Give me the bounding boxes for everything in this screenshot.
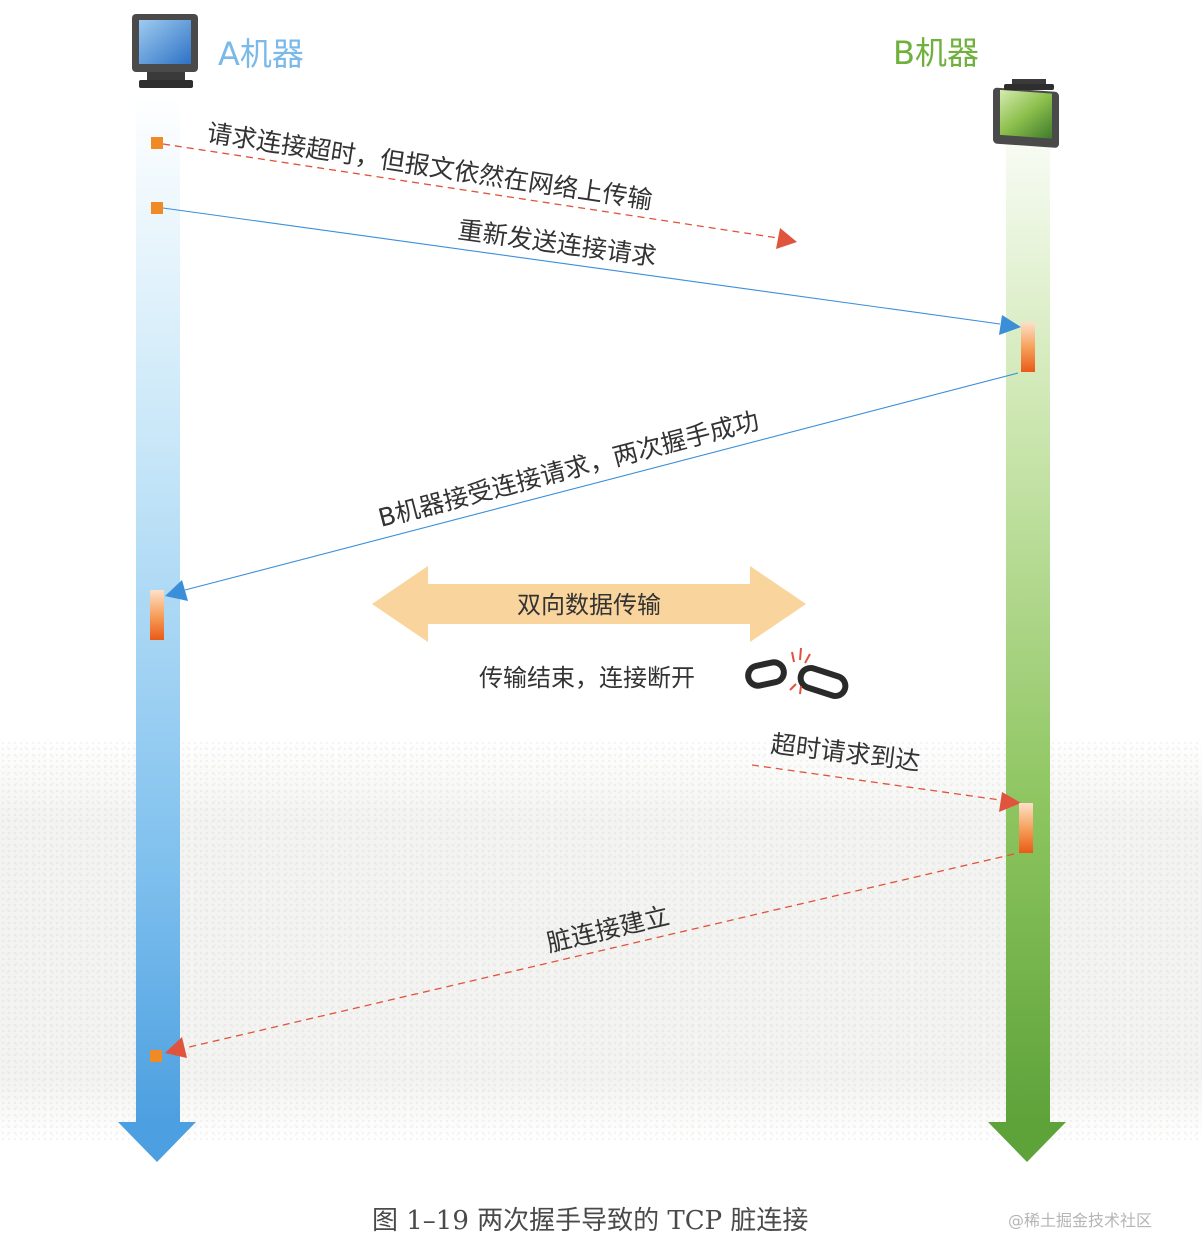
monitor-icon bbox=[993, 79, 1059, 148]
accept-label: B机器接受连接请求，两次握手成功 bbox=[375, 406, 762, 533]
broken-chain-icon bbox=[746, 648, 848, 699]
figure-caption: 图 1–19 两次握手导致的 TCP 脏连接 bbox=[372, 1200, 808, 1237]
bidirectional-label: 双向数据传输 bbox=[517, 591, 661, 619]
timeout-request-label: 请求连接超时，但报文依然在网络上传输 bbox=[205, 118, 654, 215]
dirty-connection-arrow bbox=[150, 854, 1014, 1062]
activation-a bbox=[150, 590, 164, 640]
activation-b-2 bbox=[1019, 803, 1033, 853]
machine-b-label: B机器 bbox=[893, 34, 979, 72]
monitor-icon bbox=[132, 14, 198, 88]
dirty-connection-label: 脏连接建立 bbox=[544, 901, 672, 958]
transfer-end-label: 传输结束，连接断开 bbox=[479, 664, 695, 692]
lifeline-b bbox=[988, 95, 1066, 1162]
machine-a-label: A机器 bbox=[218, 35, 304, 73]
activation-b-1 bbox=[1021, 322, 1035, 372]
accept-arrow bbox=[165, 373, 1018, 601]
resend-request-arrow bbox=[151, 202, 1021, 335]
timeout-arrives-label: 超时请求到达 bbox=[769, 729, 921, 776]
watermark: @稀土掘金技术社区 bbox=[1008, 1207, 1152, 1231]
